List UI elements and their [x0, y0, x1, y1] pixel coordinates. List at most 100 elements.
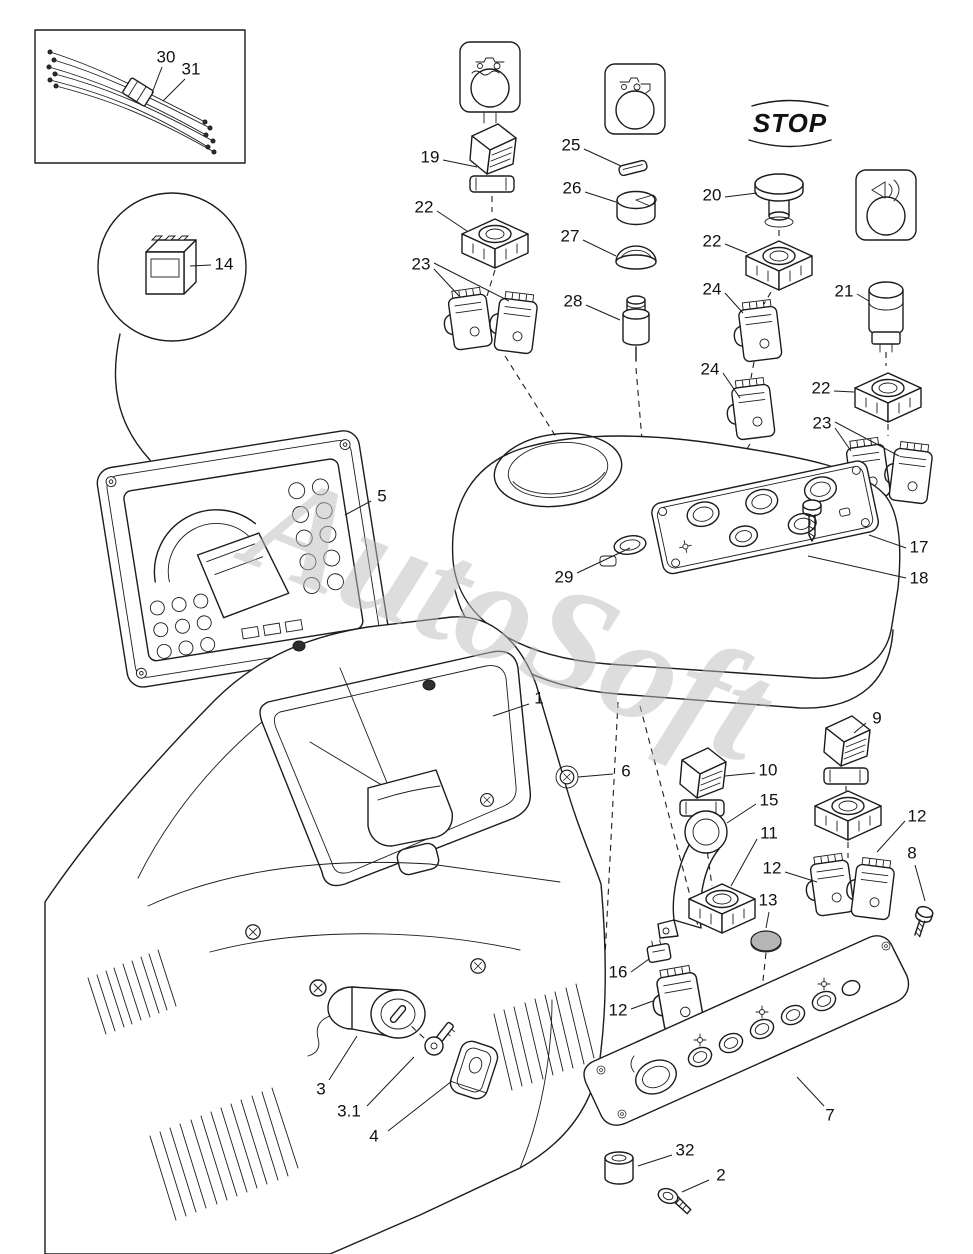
switch-panel-7: [583, 935, 910, 1126]
push-switch-21: [868, 281, 904, 353]
connector-23d: [881, 439, 935, 505]
vent-grille-left: [87, 949, 177, 1035]
callout-leader-13: [765, 911, 770, 929]
callout-10[interactable]: 10: [759, 760, 778, 779]
callout-leader-30: [151, 66, 163, 94]
callout-leader-17: [868, 534, 907, 549]
switch-housing-22c: [745, 240, 813, 291]
callout-leader-12: [784, 871, 818, 883]
display-buttons-right: [288, 478, 344, 594]
callout-leader-2: [681, 1179, 710, 1193]
callout-leader-23: [834, 421, 900, 457]
display-unit-5: [96, 430, 390, 688]
bulb-holder-28: [622, 295, 650, 346]
connector-24b: [722, 376, 776, 442]
callout-23[interactable]: 23: [813, 413, 832, 432]
relay-cube: [145, 235, 197, 295]
callout-24[interactable]: 24: [701, 359, 720, 378]
console-armrest: [451, 432, 901, 709]
callout-27[interactable]: 27: [561, 226, 580, 245]
switch-housing-11: [688, 883, 756, 934]
callout-leader-4: [387, 1080, 453, 1132]
callout-22[interactable]: 22: [415, 197, 434, 216]
callout-12[interactable]: 12: [609, 1000, 628, 1019]
reference-dashed-lines: [599, 701, 699, 1056]
callout-leader-24: [724, 292, 744, 314]
switch-housing-right: [814, 790, 882, 841]
callout-11[interactable]: 11: [760, 823, 778, 842]
callout-leader-23: [433, 262, 510, 302]
callout-leader-23: [433, 268, 460, 297]
callout-2[interactable]: 2: [716, 1165, 725, 1184]
callout-leader-3: [328, 1035, 358, 1081]
rocker-switch-9: [823, 715, 871, 785]
callout-13[interactable]: 13: [759, 890, 778, 909]
callout-5[interactable]: 5: [377, 486, 386, 505]
callout-30[interactable]: 30: [157, 47, 176, 66]
cup-recess: [493, 432, 623, 508]
callout-14[interactable]: 14: [215, 254, 234, 273]
stop-symbol-text: STOP: [753, 108, 827, 138]
vent-grille-bottom: [149, 1087, 299, 1221]
callout-12[interactable]: 12: [763, 858, 782, 877]
harness-tape-wrap: [122, 77, 154, 107]
steering-column-shroud: [367, 769, 453, 876]
callout-leader-10: [724, 772, 756, 777]
switch-assembly-c: STOP: [707, 99, 832, 513]
callout-leader-15: [726, 803, 757, 824]
callout-31[interactable]: 31: [182, 59, 201, 78]
cowl-screw: [309, 979, 327, 997]
callout-leader-18: [807, 555, 907, 579]
callout-29[interactable]: 29: [555, 567, 574, 586]
callout-leader-12: [630, 1000, 654, 1010]
callout-4[interactable]: 4: [369, 1126, 378, 1145]
callout-19[interactable]: 19: [421, 147, 440, 166]
ignition-switch-3: [307, 986, 499, 1100]
callout-leader-5: [344, 500, 372, 516]
connector-24a: [729, 298, 783, 364]
callout-23[interactable]: 23: [412, 254, 431, 273]
callout-leader-8: [914, 864, 926, 902]
callout-18[interactable]: 18: [910, 568, 929, 587]
screw-8: [914, 905, 934, 938]
bushing-32: [604, 1151, 634, 1185]
cowl-screw: [470, 958, 486, 974]
clip-16: [646, 939, 672, 964]
callout-16[interactable]: 16: [609, 962, 628, 981]
callout-leader-9: [853, 722, 867, 734]
callout-leader-3.1: [366, 1056, 415, 1107]
callout-leader-22: [724, 243, 748, 254]
callout-12[interactable]: 12: [908, 806, 927, 825]
callout-3[interactable]: 3: [316, 1079, 325, 1098]
callout-7[interactable]: 7: [825, 1105, 834, 1124]
callout-32[interactable]: 32: [676, 1140, 695, 1159]
callout-leader-24: [722, 372, 741, 399]
callout-15[interactable]: 15: [760, 790, 779, 809]
callout-9[interactable]: 9: [872, 708, 881, 727]
callout-17[interactable]: 17: [910, 537, 929, 556]
switch-assembly-b: [604, 63, 666, 453]
callout-26[interactable]: 26: [563, 178, 582, 197]
implement-symbol-icon: [619, 77, 651, 94]
screw-2: [657, 1187, 692, 1215]
callout-6[interactable]: 6: [621, 761, 630, 780]
callout-22[interactable]: 22: [703, 231, 722, 250]
symbol-plate-sprayer: [459, 41, 521, 113]
callout-leader-22: [833, 390, 855, 393]
callout-8[interactable]: 8: [907, 843, 916, 862]
cap-13: [750, 930, 782, 953]
joystick-switch-cluster: [646, 715, 934, 1035]
callout-leader-12: [876, 820, 906, 853]
callout-24[interactable]: 24: [703, 279, 722, 298]
panel-screw-18: [802, 499, 822, 542]
callout-28[interactable]: 28: [564, 291, 583, 310]
callout-20[interactable]: 20: [703, 185, 722, 204]
knob-26: [616, 190, 657, 226]
callout-25[interactable]: 25: [562, 135, 581, 154]
callout-21[interactable]: 21: [835, 281, 854, 300]
callout-3.1[interactable]: 3.1: [337, 1101, 361, 1120]
callout-1[interactable]: 1: [534, 688, 543, 707]
vent-grille-right: [493, 983, 595, 1091]
callout-22[interactable]: 22: [812, 378, 831, 397]
